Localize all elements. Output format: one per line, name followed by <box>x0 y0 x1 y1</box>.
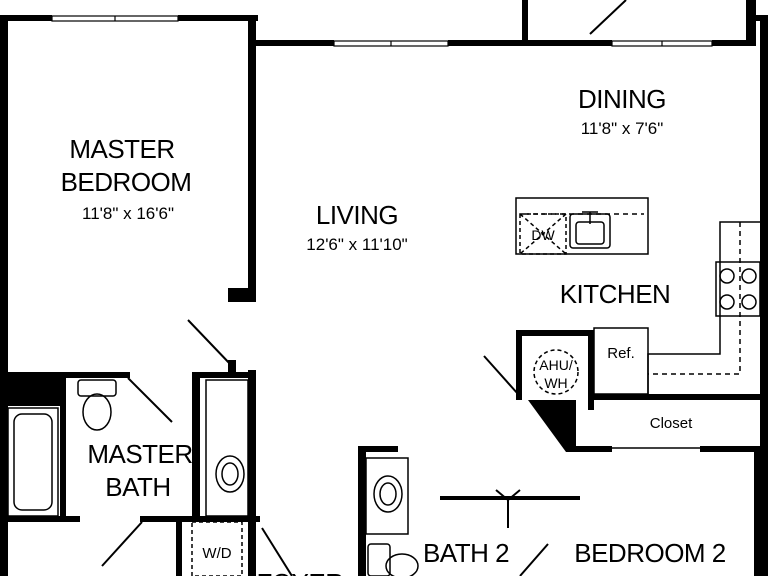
wall-left <box>0 15 8 576</box>
wall-bath2-top <box>358 446 398 452</box>
door-closet <box>101 521 143 567</box>
doors <box>101 0 627 576</box>
dim-dining: 11'8" x 7'6" <box>581 119 664 138</box>
refrigerator <box>593 327 649 395</box>
label-ahu-2: WH <box>544 375 567 391</box>
dim-living: 12'6" x 11'10" <box>306 235 407 254</box>
wall-ahu-top <box>516 330 592 336</box>
wall-wd-post <box>228 360 236 374</box>
washer-dryer <box>191 521 243 576</box>
door-master <box>187 319 233 367</box>
door-ahu <box>483 355 519 395</box>
wall-right <box>760 15 768 576</box>
toilet-master <box>77 379 117 397</box>
wall-closet-top-k <box>588 394 760 400</box>
label-foyer: FOYER <box>256 568 343 576</box>
ahu-unit <box>533 349 579 395</box>
door-bath2 <box>519 543 549 576</box>
wall-top-master-2 <box>178 15 258 21</box>
dishwasher <box>519 213 567 255</box>
wall-bath-div-1 <box>60 372 66 522</box>
room-labels: MASTER BEDROOM 11'8" x 16'6" LIVING 12'6… <box>61 84 727 576</box>
window-right-2 <box>760 479 768 561</box>
wall-closet-bottom-2 <box>700 446 760 452</box>
wall-post-2 <box>746 0 756 46</box>
wall-bath-bottom <box>0 516 80 522</box>
vanity-bath2 <box>365 457 409 535</box>
wall-post-1 <box>522 0 528 44</box>
label-master-bath-2: BATH <box>105 472 170 502</box>
wall-closet-left <box>566 400 576 452</box>
label-bath-2: BATH 2 <box>423 538 509 568</box>
label-dining: DINING <box>578 84 666 114</box>
label-washer-dryer: W/D <box>202 545 231 562</box>
label-dishwasher: DW <box>531 227 555 243</box>
door-porch <box>589 0 627 35</box>
label-closet: Closet <box>650 415 693 432</box>
wall-bath2-left <box>358 446 366 576</box>
label-bedroom-2: BEDROOM 2 <box>574 538 726 568</box>
wall-bath-top-2 <box>192 372 252 378</box>
wall-master-right <box>248 20 256 302</box>
label-kitchen: KITCHEN <box>560 279 671 309</box>
bath-fixtures <box>7 379 419 576</box>
window-right-1 <box>760 59 768 161</box>
wall-top-living-3 <box>712 40 750 46</box>
wall-wedge <box>528 400 566 452</box>
wall-bed2-div <box>754 452 760 576</box>
kitchen-fixtures <box>515 197 761 449</box>
kitchen-island <box>515 197 649 255</box>
wall-wd-left <box>176 522 182 576</box>
label-master-bedroom-2: BEDROOM <box>61 167 192 197</box>
label-living: LIVING <box>316 200 398 230</box>
wall-bath-top-1 <box>64 372 130 378</box>
bathtub <box>7 407 59 517</box>
wall-top-right <box>746 15 768 21</box>
door-bath <box>127 377 173 423</box>
wall-ahu-right <box>588 330 594 410</box>
door-wd <box>261 527 293 576</box>
wall-master-jog <box>228 288 250 302</box>
wall-vanity-right <box>248 370 256 576</box>
label-master-bedroom-1: MASTER <box>69 134 174 164</box>
wall-top-living-2 <box>448 40 612 46</box>
door-bath2-a <box>495 489 509 501</box>
label-master-bath-1: MASTER <box>87 439 192 469</box>
wall-top-living-1 <box>252 40 334 46</box>
vanity-master <box>205 379 249 517</box>
toilet-bath2 <box>367 543 391 576</box>
wall-ahu-left <box>516 330 522 400</box>
wall-top-master <box>0 15 52 21</box>
label-ahu-1: AHU/ <box>539 357 573 373</box>
wall-bath-right <box>192 372 200 522</box>
dim-master-bedroom: 11'8" x 16'6" <box>82 204 174 223</box>
label-refrigerator: Ref. <box>607 345 635 362</box>
door-bath2-b <box>507 489 521 501</box>
wall-closet-bottom-1 <box>566 446 612 452</box>
range <box>715 261 761 317</box>
windows <box>51 15 768 561</box>
wall-closet-top <box>0 372 64 406</box>
